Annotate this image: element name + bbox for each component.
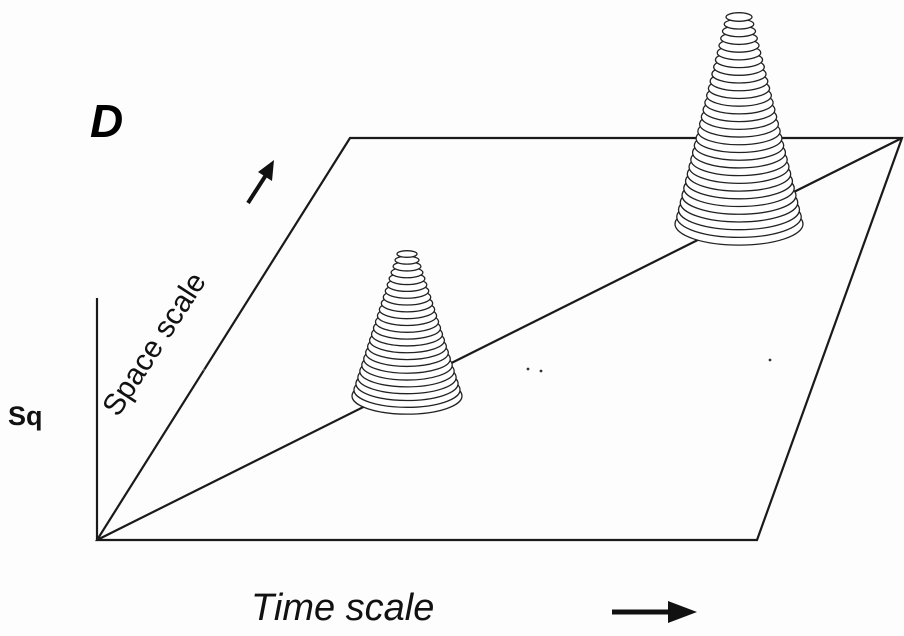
large-cone [674,12,804,246]
cone-ring [725,12,753,22]
time-scale-label: Time scale [251,587,434,629]
noise-dots [202,358,772,373]
small-cone [351,250,463,415]
arrow-right-icon [612,601,697,623]
sq-axis-label: Sq [8,401,43,431]
arrow-up-right-icon [246,160,274,205]
space-scale-label: Space scale [96,267,213,422]
cone-ring [396,250,418,258]
panel-label: D [90,95,123,147]
